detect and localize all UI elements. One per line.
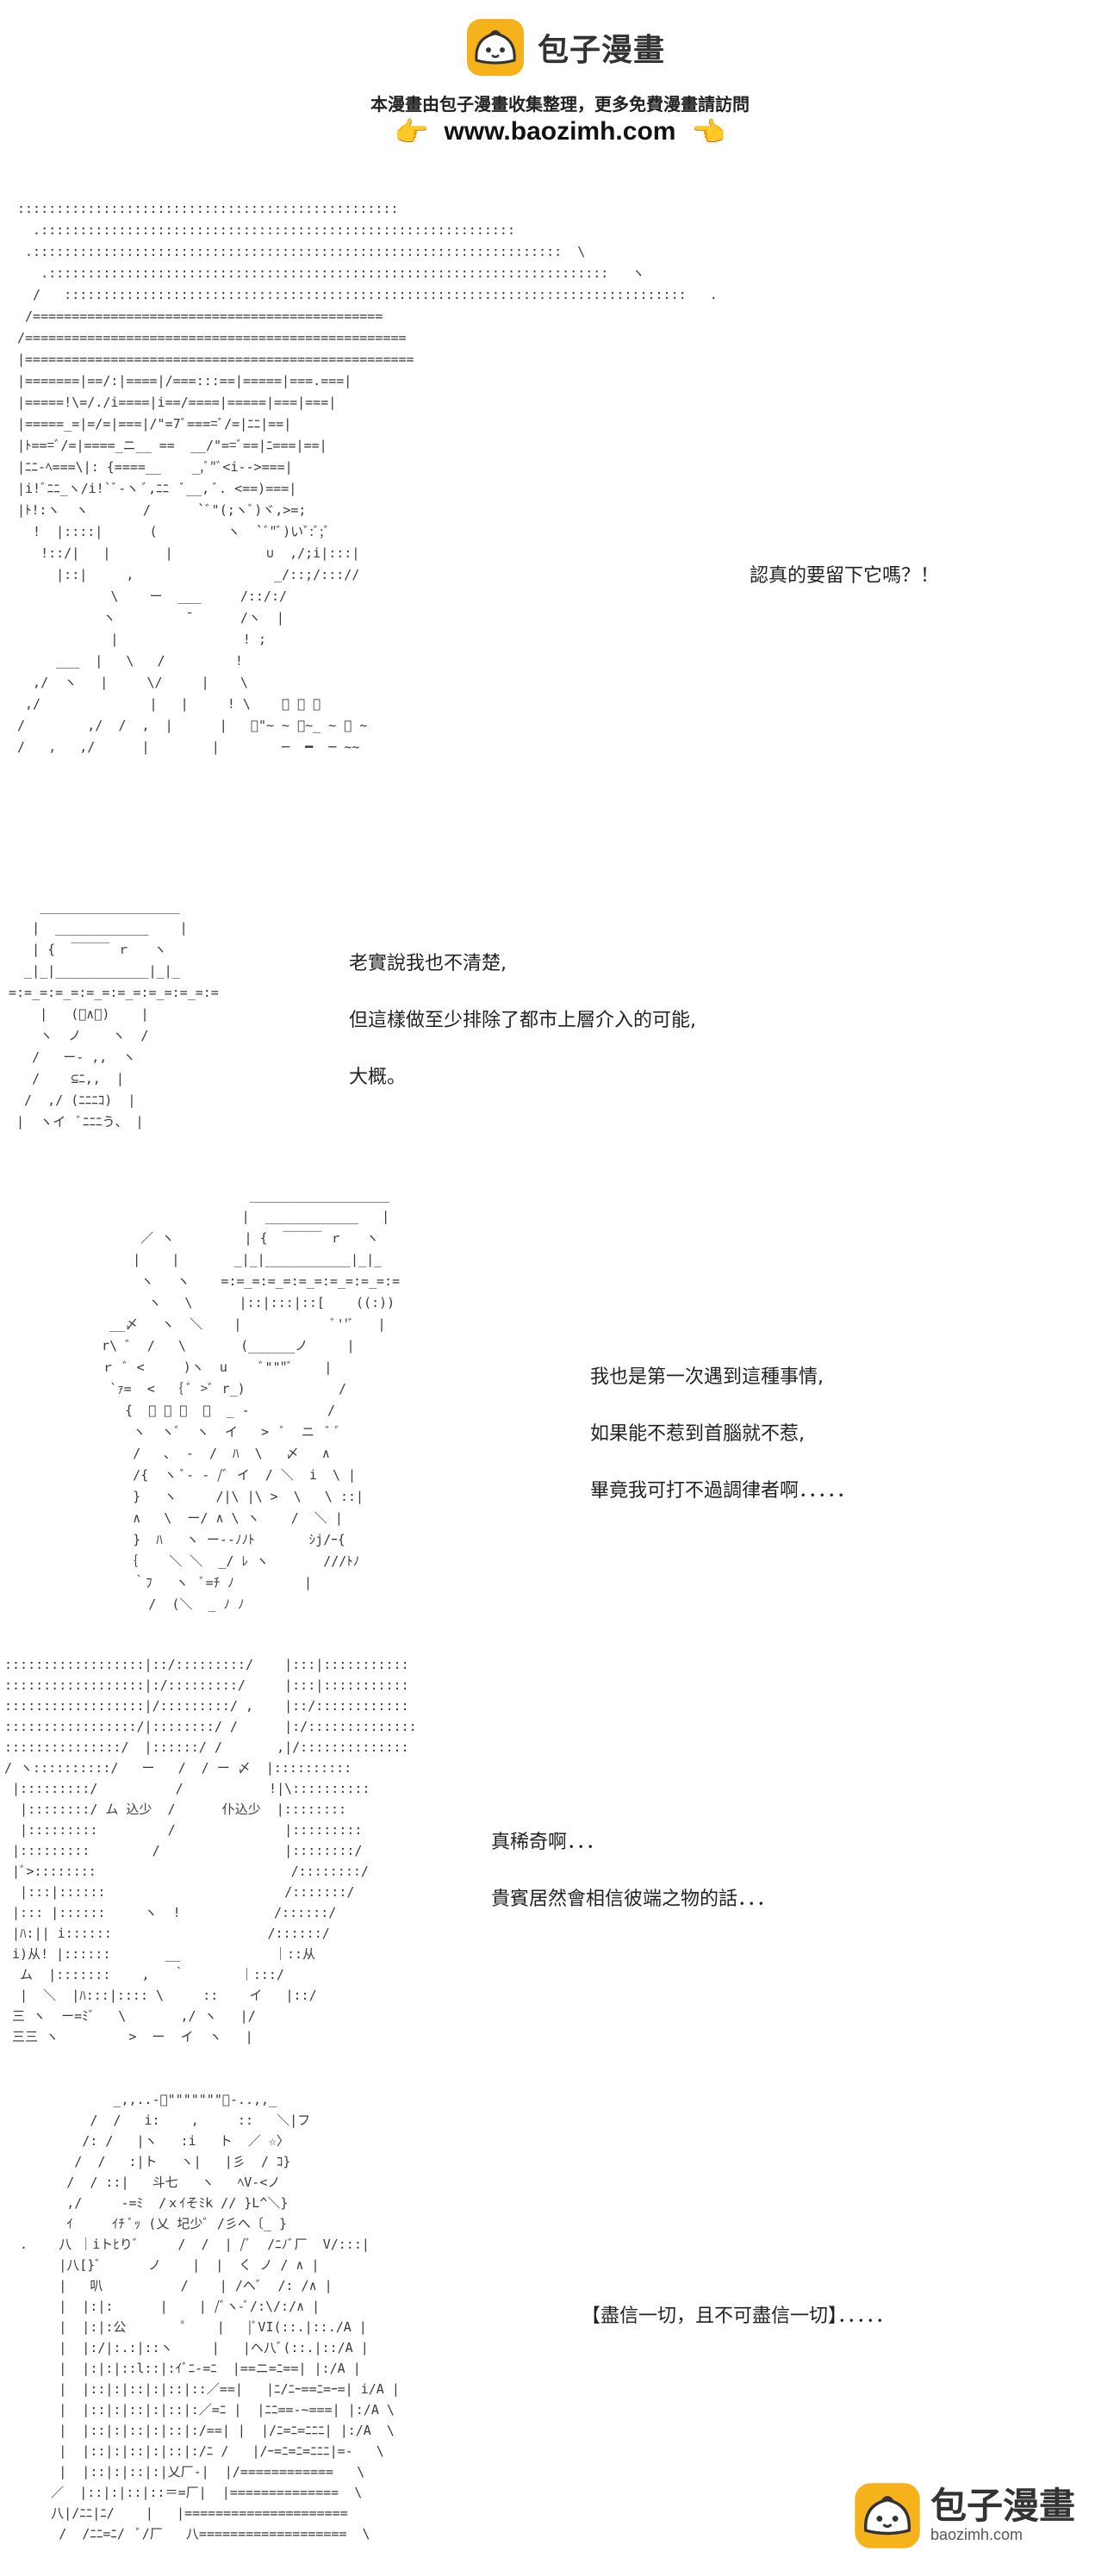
site-url-row: 👉 www.baozimh.com 👈 [0, 117, 1120, 146]
dialogue-box: 真稀奇啊．．． 貴賓居然會相信彼端之物的話．．． [491, 1826, 775, 1940]
dialogue-box: 老實說我也不清楚, 但這樣做至少排除了都市上層介入的可能, 大概。 [349, 948, 696, 1118]
dialogue-line: 認真的要留下它嗎？！ [750, 565, 940, 587]
dialogue-line: 如果能不惹到首腦就不惹, [590, 1423, 805, 1445]
dialogue-line: 大概。 [349, 1067, 407, 1088]
brand-name: 包子漫畫 [538, 33, 666, 68]
ascii-art-hat-character: __________________ | ____________ | | { … [9, 899, 219, 1129]
comic-panel-4: ::::::::::::::::::|::/:::::::::/ |:::|::… [0, 1646, 1120, 2076]
comic-panel-3: __________________ | ____________ | ／ ヽ … [0, 1180, 1120, 1637]
dialogue-box: 【盡信一切，且不可盡信一切】．．．．． [582, 2300, 894, 2357]
comic-panel-2: __________________ | ____________ | | { … [0, 887, 1120, 1172]
dialogue-line: 但這樣做至少排除了都市上層介入的可能, [349, 1010, 696, 1031]
dialogue-line: 畢竟我可打不過調律者啊．．．．． [590, 1480, 856, 1502]
bun-watermark-icon [855, 2483, 920, 2548]
pointing-right-hand-icon: 👉 [394, 115, 429, 148]
site-tagline: 本漫畫由包子漫畫收集整理，更多免費漫畫請訪問 [370, 94, 750, 115]
ascii-art-smiling-character: ::::::::::::::::::|::/:::::::::/ |:::|::… [4, 1657, 417, 2044]
dialogue-line: 【盡信一切，且不可盡信一切】．．．．． [582, 2305, 895, 2327]
site-header: 包子漫畫 本漫畫由包子漫畫收集整理，更多免費漫畫請訪問 👉 www.baozim… [0, 0, 1120, 164]
comic-panel-5: _,,..-ﾞ"""""""ﾞ-..,,_ / / i: , :: ＼|フ /:… [0, 2085, 1120, 2567]
dialogue-line: 我也是第一次遇到這種事情, [590, 1366, 824, 1388]
dialogue-line: 老實說我也不清楚, [349, 953, 507, 974]
dialogue-box: 我也是第一次遇到這種事情, 如果能不惹到首腦就不惹, 畢竟我可打不過調律者啊．．… [590, 1361, 856, 1532]
ascii-art-long-hair-character: _,,..-ﾞ"""""""ﾞ-..,,_ / / i: , :: ＼|フ /:… [20, 2092, 400, 2542]
ascii-art-pointing-character: __________________ | ____________ | ／ ヽ … [102, 1187, 401, 1612]
watermark-url: baozimh.com [930, 2525, 1024, 2543]
bun-logo-icon [467, 19, 524, 76]
watermark: 包子漫畫 baozimh.com [853, 2481, 1075, 2550]
watermark-text: 包子漫畫 baozimh.com [930, 2487, 1075, 2543]
pointing-left-hand-icon: 👈 [691, 115, 726, 148]
dialogue-line: 貴賓居然會相信彼端之物的話．．． [491, 1888, 776, 1910]
brand-logo[interactable]: 包子漫畫 [465, 17, 665, 78]
dialogue-line: 真稀奇啊．．． [491, 1832, 606, 1853]
dialogue-box: 認真的要留下它嗎？！ [750, 560, 939, 617]
ascii-art-portrait: ::::::::::::::::::::::::::::::::::::::::… [17, 201, 718, 755]
comic-panel-1: ::::::::::::::::::::::::::::::::::::::::… [0, 181, 1120, 870]
site-url-link[interactable]: www.baozimh.com [444, 117, 676, 146]
watermark-brand-name: 包子漫畫 [930, 2485, 1076, 2528]
